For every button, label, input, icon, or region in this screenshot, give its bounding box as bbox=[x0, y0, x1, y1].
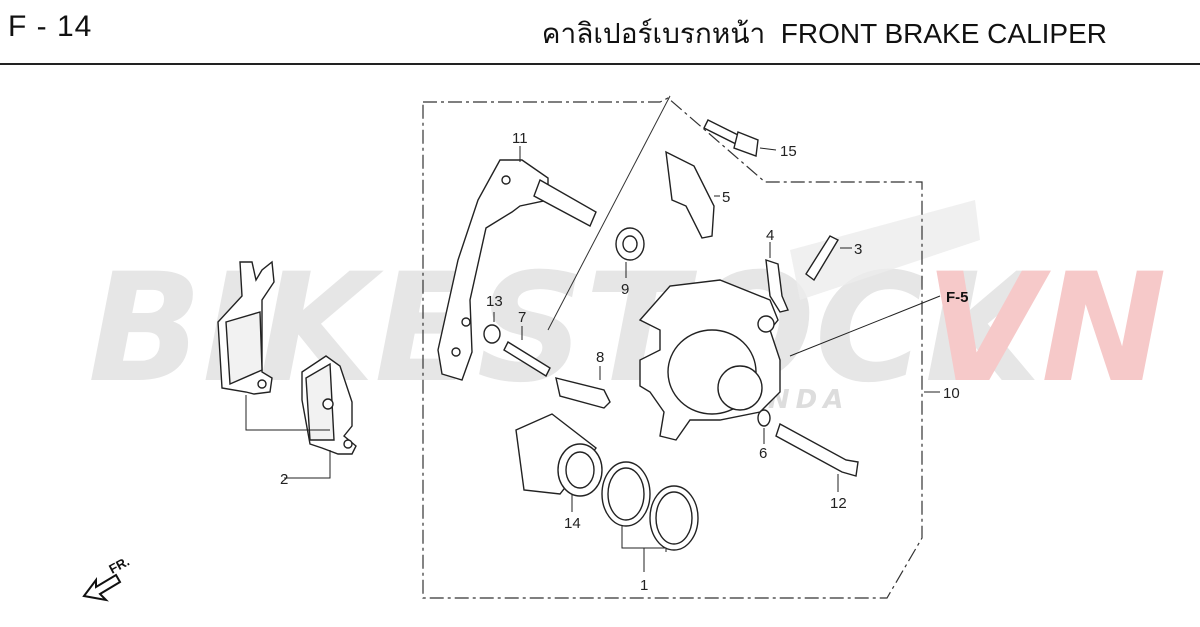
caliper-piston bbox=[515, 413, 603, 497]
callout-11: 11 bbox=[512, 130, 528, 147]
callout-15: 15 bbox=[780, 143, 797, 160]
brake-pad-outer bbox=[217, 260, 275, 395]
pad-spring bbox=[665, 150, 715, 239]
leader-line-bracket bbox=[547, 95, 671, 331]
leader-line-f5 bbox=[789, 295, 941, 357]
title-english: FRONT BRAKE CALIPER bbox=[780, 18, 1107, 49]
callout-2: 2 bbox=[280, 471, 288, 488]
callout-7: 7 bbox=[518, 309, 526, 326]
reference-f5: F-5 bbox=[946, 289, 969, 306]
bleeder-valve bbox=[805, 235, 839, 282]
callout-6: 6 bbox=[759, 445, 767, 462]
page-code: F - 14 bbox=[8, 10, 93, 43]
assembly-boundary bbox=[422, 97, 923, 599]
title-thai: คาลิเปอร์เบรกหน้า bbox=[541, 18, 766, 49]
pin-boot bbox=[615, 227, 645, 261]
callout-4: 4 bbox=[766, 227, 774, 244]
piston-seals bbox=[601, 461, 699, 551]
callout-13: 13 bbox=[486, 293, 503, 310]
callout-1: 1 bbox=[640, 577, 648, 594]
washer bbox=[483, 324, 501, 344]
callout-14: 14 bbox=[564, 515, 581, 532]
leader-line-15 bbox=[759, 147, 777, 151]
sealing-washer bbox=[757, 409, 771, 427]
callout-8: 8 bbox=[596, 349, 604, 366]
front-direction-arrow-icon: FR. bbox=[82, 554, 132, 602]
callout-3: 3 bbox=[854, 241, 862, 258]
slide-pin bbox=[503, 341, 551, 377]
callout-9: 9 bbox=[621, 281, 629, 298]
caliper-bracket bbox=[437, 159, 597, 381]
watermark-text-accent: VN bbox=[925, 242, 1167, 416]
caliper-mounting-bolt bbox=[703, 119, 759, 157]
callout-10: 10 bbox=[943, 385, 960, 402]
slide-pin-boot bbox=[555, 377, 611, 409]
watermark-wing-shape bbox=[790, 200, 980, 300]
page-title: คาลิเปอร์เบรกหน้า FRONT BRAKE CALIPER bbox=[542, 12, 1107, 56]
callout-5: 5 bbox=[722, 189, 730, 206]
caliper-pin bbox=[775, 422, 859, 477]
bleeder-cap bbox=[765, 258, 789, 313]
callout-12: 12 bbox=[830, 495, 847, 512]
front-direction-label: FR. bbox=[106, 554, 132, 577]
caliper-body bbox=[638, 279, 781, 441]
leader-line-2a bbox=[245, 395, 330, 431]
title-divider bbox=[0, 63, 1200, 65]
leader-line-2b bbox=[290, 450, 331, 479]
